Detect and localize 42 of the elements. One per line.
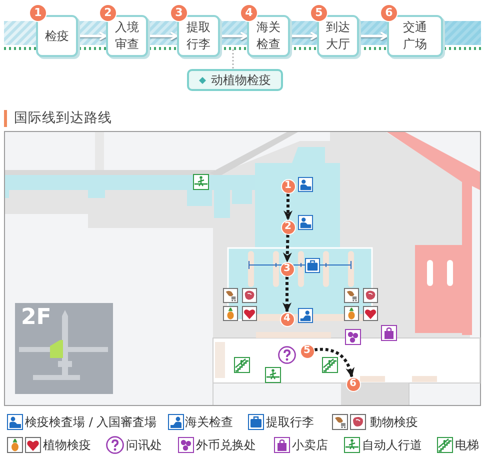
legend-label: 问讯处 [126,437,162,453]
legend-label: 小卖店 [292,437,328,453]
flow-arrow [78,32,107,40]
legend-label: 自动人行道 [362,437,422,453]
step-label: 海关检查 [256,19,281,53]
route-arrow [314,348,354,378]
process-box [317,15,359,57]
dotted-connector [232,50,234,69]
route-arrow [284,194,292,220]
side-step-box [187,69,283,91]
legend-label: 电梯 [455,437,479,453]
process-box [36,15,78,57]
step-number: 5 [310,4,328,22]
section-heading: 国际线到达路线 [4,110,112,127]
flow-arrow [290,32,318,40]
step-number: 1 [29,4,47,22]
step-label: 提取行李 [186,19,211,53]
flow-arrow [148,32,178,40]
step-label: 入境审查 [114,19,140,53]
step-number: 3 [170,4,188,22]
floor-label: 2F [21,306,52,330]
step-label: 检疫 [45,28,69,44]
step-number: 6 [380,4,398,22]
flow-arrow [359,32,388,40]
step-label: 动植物检疫 [211,72,271,88]
process-box [177,15,220,57]
process-box [387,15,443,57]
legend-label: 提取行李 [266,414,314,430]
step-number: 4 [240,4,258,22]
flow-arrow [220,32,248,40]
step-number: 2 [99,4,117,22]
process-box [247,15,290,57]
step-label: 到达大厅 [326,19,350,53]
route-arrow [282,276,292,312]
route-arrow [282,234,292,262]
legend-label: 検疫検査場 / 入国審査場 [25,414,157,430]
step-label: 交通广场 [402,19,428,53]
legend-label: 植物検疫 [43,437,91,453]
legend-label: 外币兑换处 [196,437,256,453]
legend-label: 動物検疫 [370,414,418,430]
process-box [106,15,148,57]
legend-label: 海关检查 [185,414,233,430]
